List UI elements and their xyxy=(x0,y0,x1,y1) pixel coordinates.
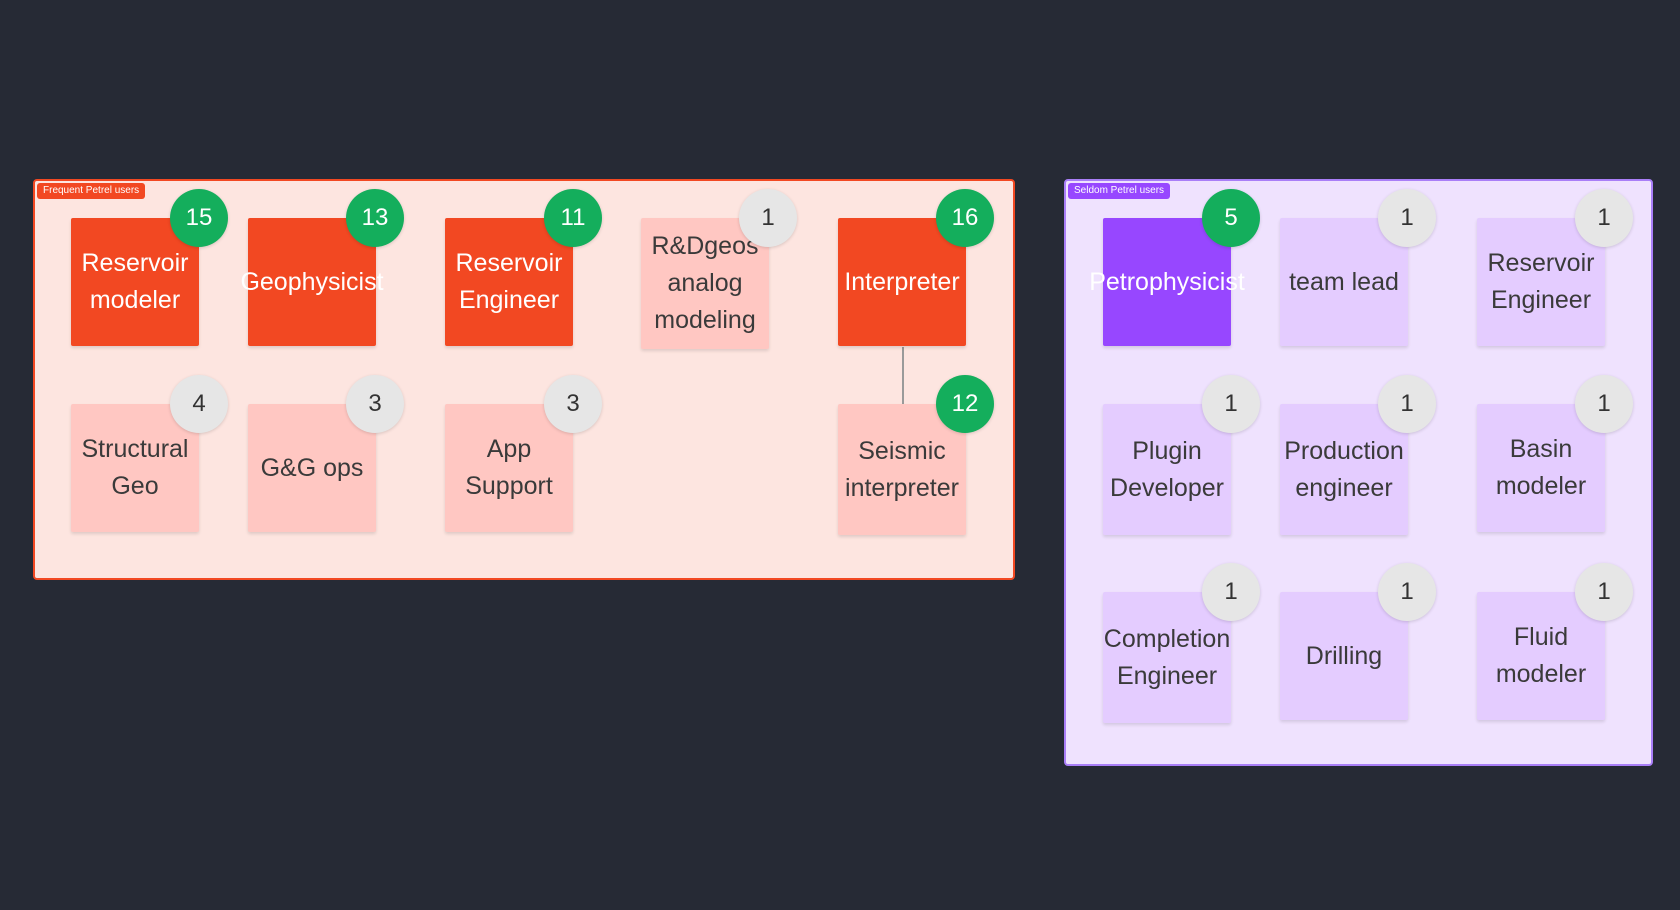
sticky-note[interactable]: Structural Geo xyxy=(71,404,199,532)
section-label-seldom[interactable]: Seldom Petrel users xyxy=(1068,183,1171,199)
sticky-text: Structural Geo xyxy=(81,435,189,500)
count-badge: 1 xyxy=(1575,375,1633,433)
sticky-text: Petrophysicist xyxy=(1089,267,1245,296)
count-badge: 12 xyxy=(936,375,994,433)
sticky-note[interactable]: Completion Engineer xyxy=(1103,592,1231,723)
sticky-text: Reservoir Engineer xyxy=(455,249,563,314)
sticky-text: Completion Engineer xyxy=(1103,624,1231,690)
count-badge: 1 xyxy=(1378,563,1436,621)
sticky-note[interactable]: Production engineer xyxy=(1280,404,1408,535)
sticky-note[interactable]: R&Dgeos analog modeling xyxy=(641,218,769,349)
sticky-note[interactable]: Plugin Developer xyxy=(1103,404,1231,535)
count-badge: 13 xyxy=(346,189,404,247)
sticky-text: Seismic interpreter xyxy=(845,436,959,502)
sticky-note[interactable]: G&G ops xyxy=(248,404,376,532)
sticky-note[interactable]: Basin modeler xyxy=(1477,404,1605,532)
sticky-note[interactable]: Reservoir modeler xyxy=(71,218,199,346)
count-badge: 16 xyxy=(936,189,994,247)
count-badge: 1 xyxy=(1575,189,1633,247)
sticky-text: Drilling xyxy=(1305,641,1383,670)
count-badge: 1 xyxy=(1378,189,1436,247)
count-badge: 4 xyxy=(170,375,228,433)
sticky-note[interactable]: Petrophysicist xyxy=(1089,218,1245,346)
count-badge: 1 xyxy=(1202,375,1260,433)
connector-line[interactable] xyxy=(902,347,904,404)
sticky-text: R&Dgeos analog modeling xyxy=(651,232,759,334)
sticky-note[interactable]: App Support xyxy=(445,404,573,532)
sticky-note[interactable]: Reservoir Engineer xyxy=(1477,218,1605,346)
sticky-text: team lead xyxy=(1289,267,1399,296)
count-badge: 15 xyxy=(170,189,228,247)
sticky-text: G&G ops xyxy=(260,453,364,482)
sticky-note[interactable]: Seismic interpreter xyxy=(838,404,966,535)
sticky-text: Basin modeler xyxy=(1495,435,1587,500)
sticky-note[interactable]: Reservoir Engineer xyxy=(445,218,573,346)
count-badge: 3 xyxy=(346,375,404,433)
count-badge: 1 xyxy=(1202,563,1260,621)
sticky-text: Reservoir Engineer xyxy=(1487,249,1595,314)
sticky-text: App Support xyxy=(465,435,553,500)
sticky-text: Production engineer xyxy=(1284,436,1404,502)
sticky-text: Geophysicist xyxy=(240,267,384,296)
count-badge: 3 xyxy=(544,375,602,433)
count-badge: 5 xyxy=(1202,189,1260,247)
sticky-text: Fluid modeler xyxy=(1495,623,1587,688)
count-badge: 1 xyxy=(1378,375,1436,433)
count-badge: 1 xyxy=(739,189,797,247)
section-label-frequent[interactable]: Frequent Petrel users xyxy=(37,183,146,199)
sticky-text: Reservoir modeler xyxy=(81,249,189,314)
count-badge: 1 xyxy=(1575,563,1633,621)
count-badge: 11 xyxy=(544,189,602,247)
sticky-text: Plugin Developer xyxy=(1110,436,1224,502)
sticky-text: Interpreter xyxy=(844,267,960,296)
